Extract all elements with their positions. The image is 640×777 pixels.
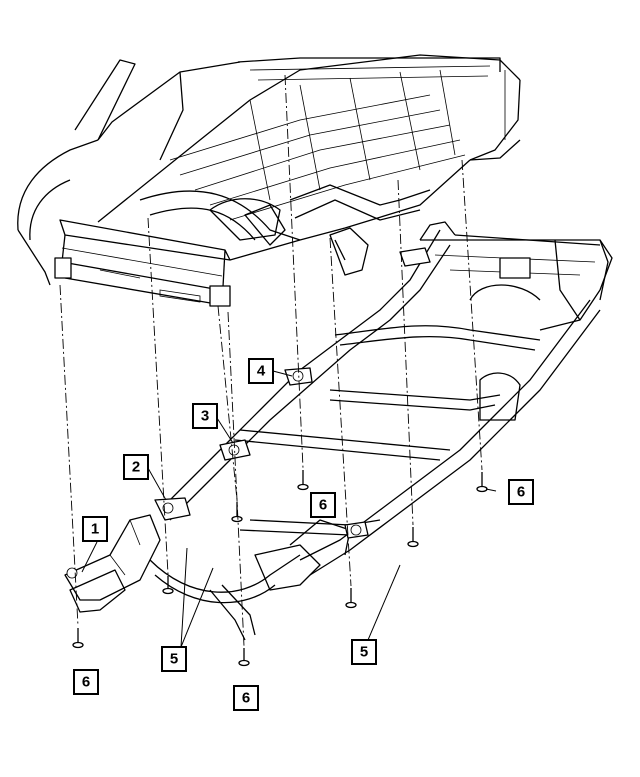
- frame-assembly: [64, 221, 613, 641]
- bolt-rear-left: [407, 527, 419, 548]
- svg-text:6: 6: [517, 484, 525, 501]
- callout-6-front-left: 6: [73, 669, 99, 695]
- callout-2: 2: [123, 454, 149, 480]
- callout-6-rear-right: 6: [508, 479, 534, 505]
- svg-text:6: 6: [319, 497, 327, 514]
- callout-4: 4: [248, 358, 274, 384]
- svg-text:5: 5: [170, 651, 178, 668]
- svg-text:4: 4: [257, 363, 266, 380]
- mounting-bolts: [72, 470, 488, 667]
- svg-text:6: 6: [82, 674, 90, 691]
- callout-5-rear: 5: [351, 639, 377, 665]
- bolt-mid-center: [297, 470, 309, 491]
- bolt-under-front: [162, 576, 174, 595]
- vehicle-body-underside: [17, 54, 521, 307]
- bolt-front-left: [72, 628, 84, 649]
- bolt-mid-right: [345, 588, 357, 609]
- svg-text:6: 6: [242, 690, 250, 707]
- leader-lines: [81, 370, 497, 648]
- svg-text:3: 3: [201, 408, 209, 425]
- bolt-front-right: [238, 648, 250, 667]
- callout-6-center: 6: [310, 492, 336, 518]
- callout-1: 1: [82, 516, 108, 542]
- alignment-center-lines: [59, 74, 483, 647]
- callout-3: 3: [192, 403, 218, 429]
- svg-text:5: 5: [360, 644, 368, 661]
- svg-text:1: 1: [91, 521, 99, 538]
- bolt-rear-right: [476, 472, 488, 493]
- callout-6-front-right: 6: [233, 685, 259, 711]
- svg-text:2: 2: [132, 459, 140, 476]
- callout-5-front: 5: [161, 646, 187, 672]
- bolt-mid-left: [231, 502, 243, 523]
